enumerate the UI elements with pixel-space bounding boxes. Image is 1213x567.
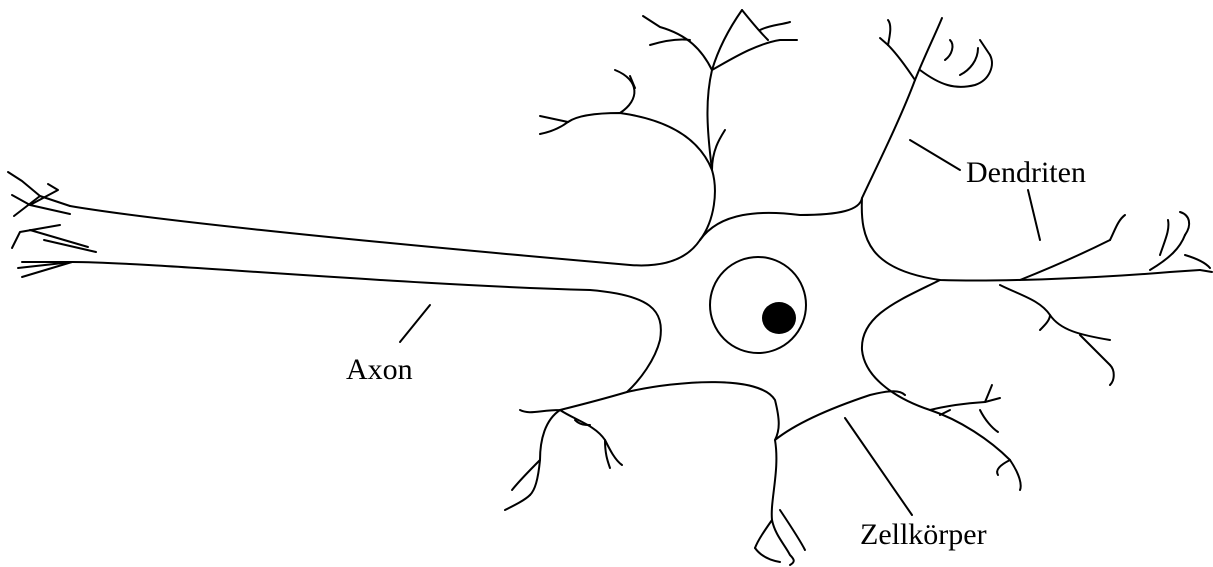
neuron-outline — [8, 10, 1212, 565]
cell-body-leader-line — [845, 418, 912, 515]
dendrite-right — [862, 198, 1212, 281]
nucleus — [710, 257, 806, 353]
dendrites-leader-line-2 — [1028, 190, 1040, 240]
axon-label: Axon — [346, 355, 413, 385]
dendrite-lower-right — [862, 280, 1114, 490]
axon-leader-line — [400, 305, 430, 342]
cell-body-label: Zellkörper — [860, 520, 987, 550]
dendrite-lower-left — [505, 392, 627, 510]
dendrites-label: Dendriten — [966, 158, 1086, 188]
dendrites-leader-line-1 — [910, 140, 960, 170]
dendrite-upper-left — [540, 10, 797, 240]
nucleolus — [762, 302, 796, 334]
dendrite-upper-right — [700, 18, 992, 240]
axon-upper-edge — [70, 206, 700, 265]
